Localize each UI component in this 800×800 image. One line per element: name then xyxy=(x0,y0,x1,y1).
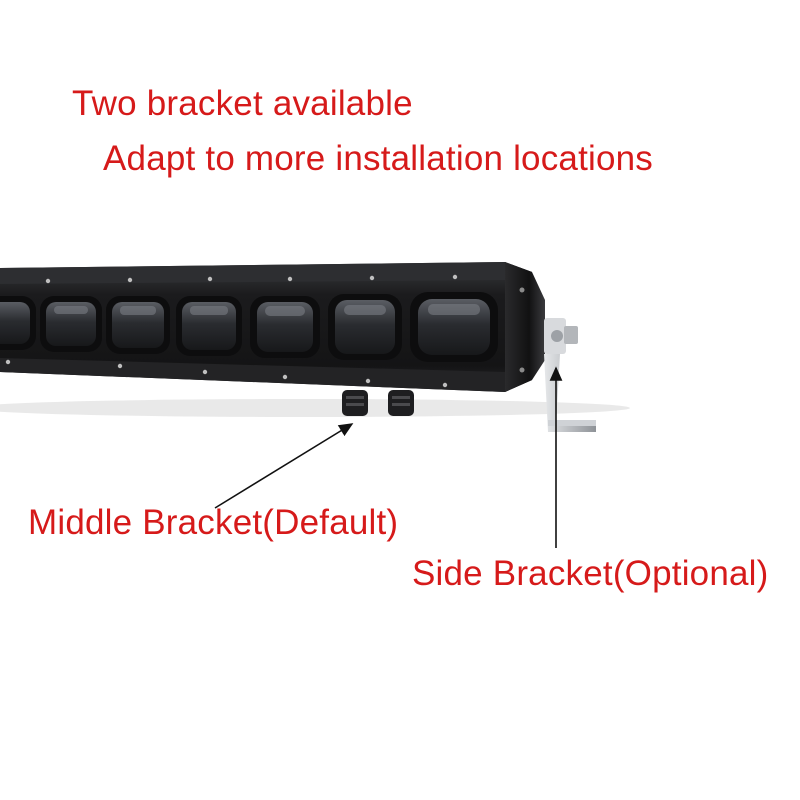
headline-text: Two bracket available xyxy=(72,84,413,123)
side-bracket xyxy=(544,318,596,432)
side-bracket-label: Side Bracket(Optional) xyxy=(412,554,769,593)
housing-top-rim xyxy=(0,262,532,284)
bar-shadow xyxy=(0,399,630,417)
led-lens-row xyxy=(0,292,498,362)
housing-bottom-rim xyxy=(0,358,532,392)
end-cap-screw xyxy=(519,287,525,293)
subheadline-text: Adapt to more installation locations xyxy=(103,139,654,178)
rim-screws-top xyxy=(45,274,458,284)
end-cap xyxy=(505,262,545,392)
rim-screws-bottom xyxy=(5,359,448,388)
middle-bracket-arrow xyxy=(214,423,354,509)
end-cap-screw xyxy=(519,367,525,373)
middle-bracket-label: Middle Bracket(Default) xyxy=(28,503,399,542)
middle-bracket xyxy=(342,390,414,416)
